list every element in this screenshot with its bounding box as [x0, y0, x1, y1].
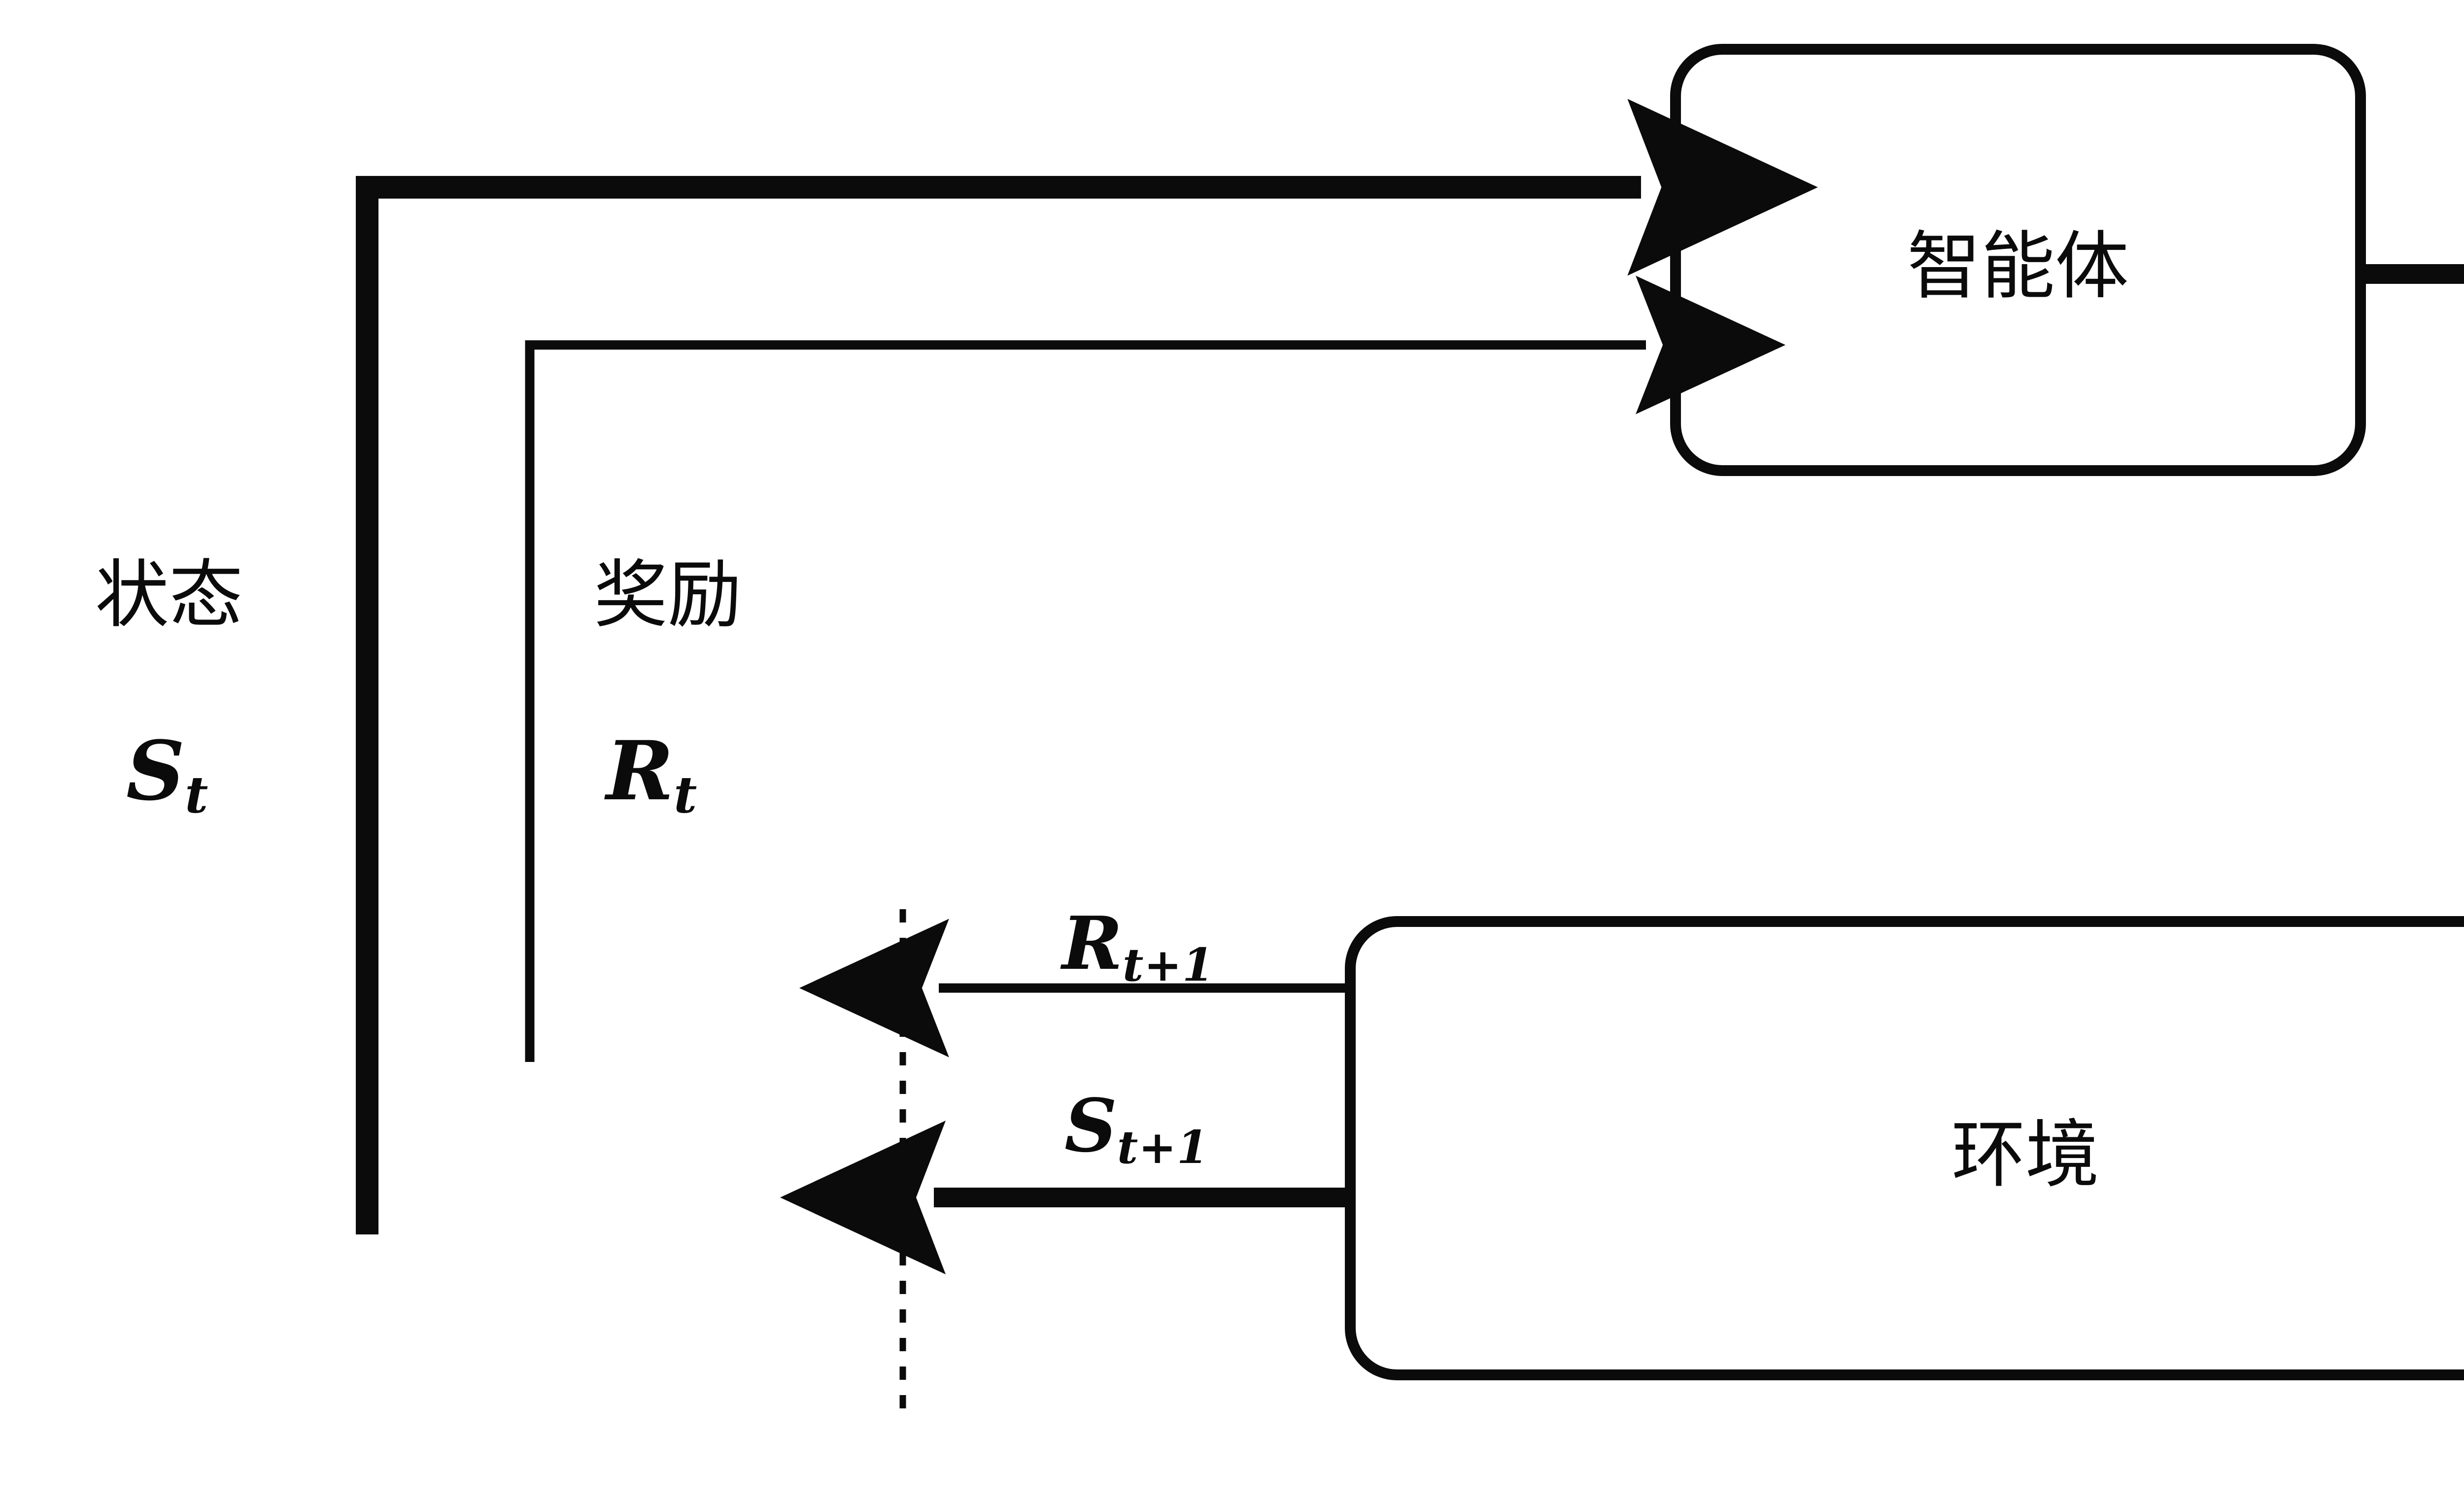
environment-box	[1345, 916, 2464, 1380]
state-word-label: 状态	[95, 552, 243, 638]
reward-symbol-label: Rt	[606, 730, 697, 820]
reward-symbol-subscript: t	[674, 765, 698, 825]
state-feedback-edge	[356, 99, 1818, 1234]
reward-next-subscript: t+1	[1123, 938, 1214, 991]
reward-symbol-base: R	[606, 723, 674, 819]
reward-next-label: Rt+1	[1062, 907, 1214, 988]
reward-next-base: R	[1062, 900, 1123, 986]
state-next-label: St+1	[1064, 1089, 1209, 1170]
state-symbol-subscript: t	[185, 765, 209, 825]
state-next-subscript: t+1	[1117, 1120, 1209, 1174]
state-symbol-label: St	[126, 730, 208, 820]
state-next-base: S	[1064, 1083, 1117, 1168]
reward-feedback-edge	[525, 275, 1786, 1062]
agent-box-label: 智能体	[1907, 224, 2129, 309]
reward-word-label: 奖励	[594, 552, 742, 638]
state-symbol-base: S	[126, 723, 185, 819]
environment-box-label: 环境	[1951, 1112, 2099, 1198]
